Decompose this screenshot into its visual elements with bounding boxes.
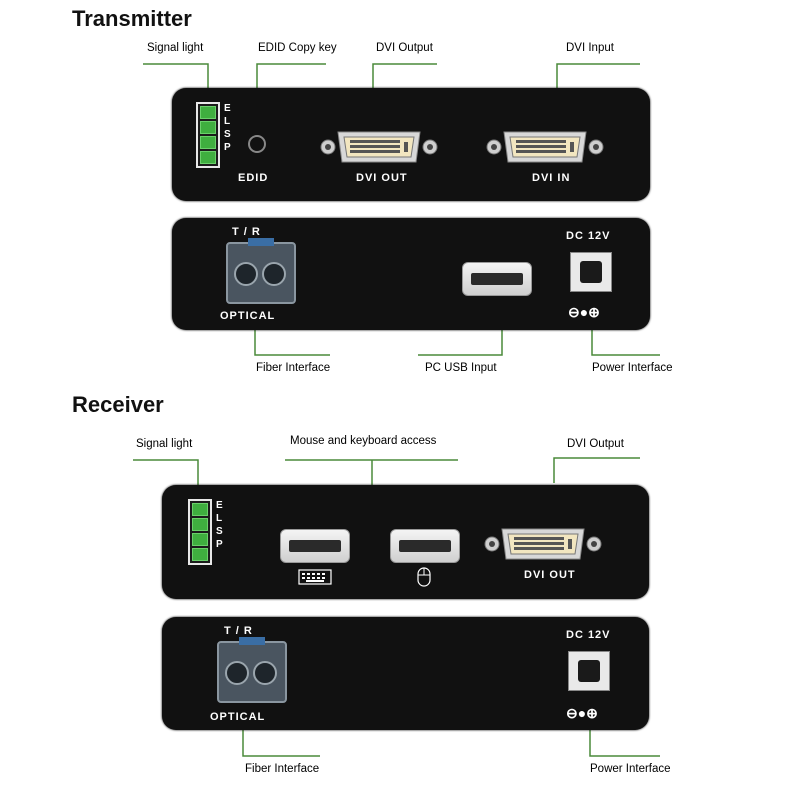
tx-led-letters: E L S P xyxy=(224,102,231,154)
mouse-usb-port xyxy=(390,529,460,563)
led-e xyxy=(192,503,208,516)
sfp-tab xyxy=(248,238,274,246)
rx-dc-power-jack xyxy=(568,651,610,691)
tx-signal-light-callout: Signal light xyxy=(147,42,204,54)
transmitter-title: Transmitter xyxy=(72,6,192,31)
pc-usb-input-port xyxy=(462,262,532,296)
receiver-title: Receiver xyxy=(72,392,164,417)
dvi-out-port xyxy=(320,131,438,163)
dvi-in-label: DVI IN xyxy=(532,172,571,184)
led-l xyxy=(200,121,216,134)
rx-dvi-out-port xyxy=(484,528,602,560)
tx-dc-power-jack xyxy=(570,252,612,292)
transmitter-rear-panel: T / R OPTICAL DC 12V ⊖●⊕ xyxy=(172,218,650,330)
sfp-tab xyxy=(239,637,265,645)
sfp-port-r xyxy=(253,661,277,685)
led-l xyxy=(192,518,208,531)
rx-signal-light-callout: Signal light xyxy=(136,438,193,450)
rx-dc-label: DC 12V xyxy=(566,629,611,641)
rx-polarity-icon: ⊖●⊕ xyxy=(566,705,598,721)
led-p xyxy=(192,548,208,561)
keyboard-usb-port xyxy=(280,529,350,563)
tx-polarity-icon: ⊖●⊕ xyxy=(568,304,600,320)
tx-fiber-sfp-port xyxy=(226,238,296,304)
transmitter-front-panel: E L S P EDID DVI OUT DVI IN xyxy=(172,88,650,201)
tx-dc-label: DC 12V xyxy=(566,230,611,242)
led-letter-e: E xyxy=(224,103,231,114)
keyboard-icon xyxy=(298,569,332,585)
tx-power-interface-callout: Power Interface xyxy=(592,362,673,374)
rx-dvi-out-label: DVI OUT xyxy=(524,569,576,581)
rx-tr-label: T / R xyxy=(224,625,253,637)
edid-copy-key-button[interactable] xyxy=(248,135,266,153)
led-e xyxy=(200,106,216,119)
mouse-icon xyxy=(417,567,431,587)
led-p xyxy=(200,151,216,164)
rx-mouse-keyboard-callout: Mouse and keyboard access xyxy=(290,435,437,447)
led-letter-s: S xyxy=(224,129,231,140)
rx-power-interface-callout: Power Interface xyxy=(590,763,671,775)
sfp-port-t xyxy=(234,262,258,286)
tx-optical-label: OPTICAL xyxy=(220,310,276,322)
sfp-port-r xyxy=(262,262,286,286)
tx-dvi-input-callout: DVI Input xyxy=(566,42,614,54)
led-s xyxy=(200,136,216,149)
receiver-front-panel: E L S P DVI OUT xyxy=(162,485,649,599)
led-letter-p: P xyxy=(216,539,223,550)
tx-edid-copy-key-callout: EDID Copy key xyxy=(258,42,337,54)
tx-dvi-output-callout: DVI Output xyxy=(376,42,433,54)
rx-dvi-output-callout: DVI Output xyxy=(567,438,624,450)
dvi-in-port xyxy=(486,131,604,163)
rx-fiber-interface-callout: Fiber Interface xyxy=(245,763,320,775)
led-s xyxy=(192,533,208,546)
led-letter-e: E xyxy=(216,500,223,511)
tx-signal-led-stack xyxy=(196,102,220,168)
rx-led-letters: E L S P xyxy=(216,499,223,551)
led-letter-p: P xyxy=(224,142,231,153)
receiver-rear-panel: T / R OPTICAL DC 12V ⊖●⊕ xyxy=(162,617,649,730)
led-letter-s: S xyxy=(216,526,223,537)
dvi-out-label: DVI OUT xyxy=(356,172,408,184)
rx-optical-label: OPTICAL xyxy=(210,711,266,723)
tx-pc-usb-input-callout: PC USB Input xyxy=(425,362,497,374)
tx-tr-label: T / R xyxy=(232,226,261,238)
led-letter-l: L xyxy=(224,116,231,127)
rx-signal-led-stack xyxy=(188,499,212,565)
edid-label: EDID xyxy=(238,172,269,184)
led-letter-l: L xyxy=(216,513,223,524)
sfp-port-t xyxy=(225,661,249,685)
rx-fiber-sfp-port xyxy=(217,637,287,703)
tx-fiber-interface-callout: Fiber Interface xyxy=(256,362,331,374)
